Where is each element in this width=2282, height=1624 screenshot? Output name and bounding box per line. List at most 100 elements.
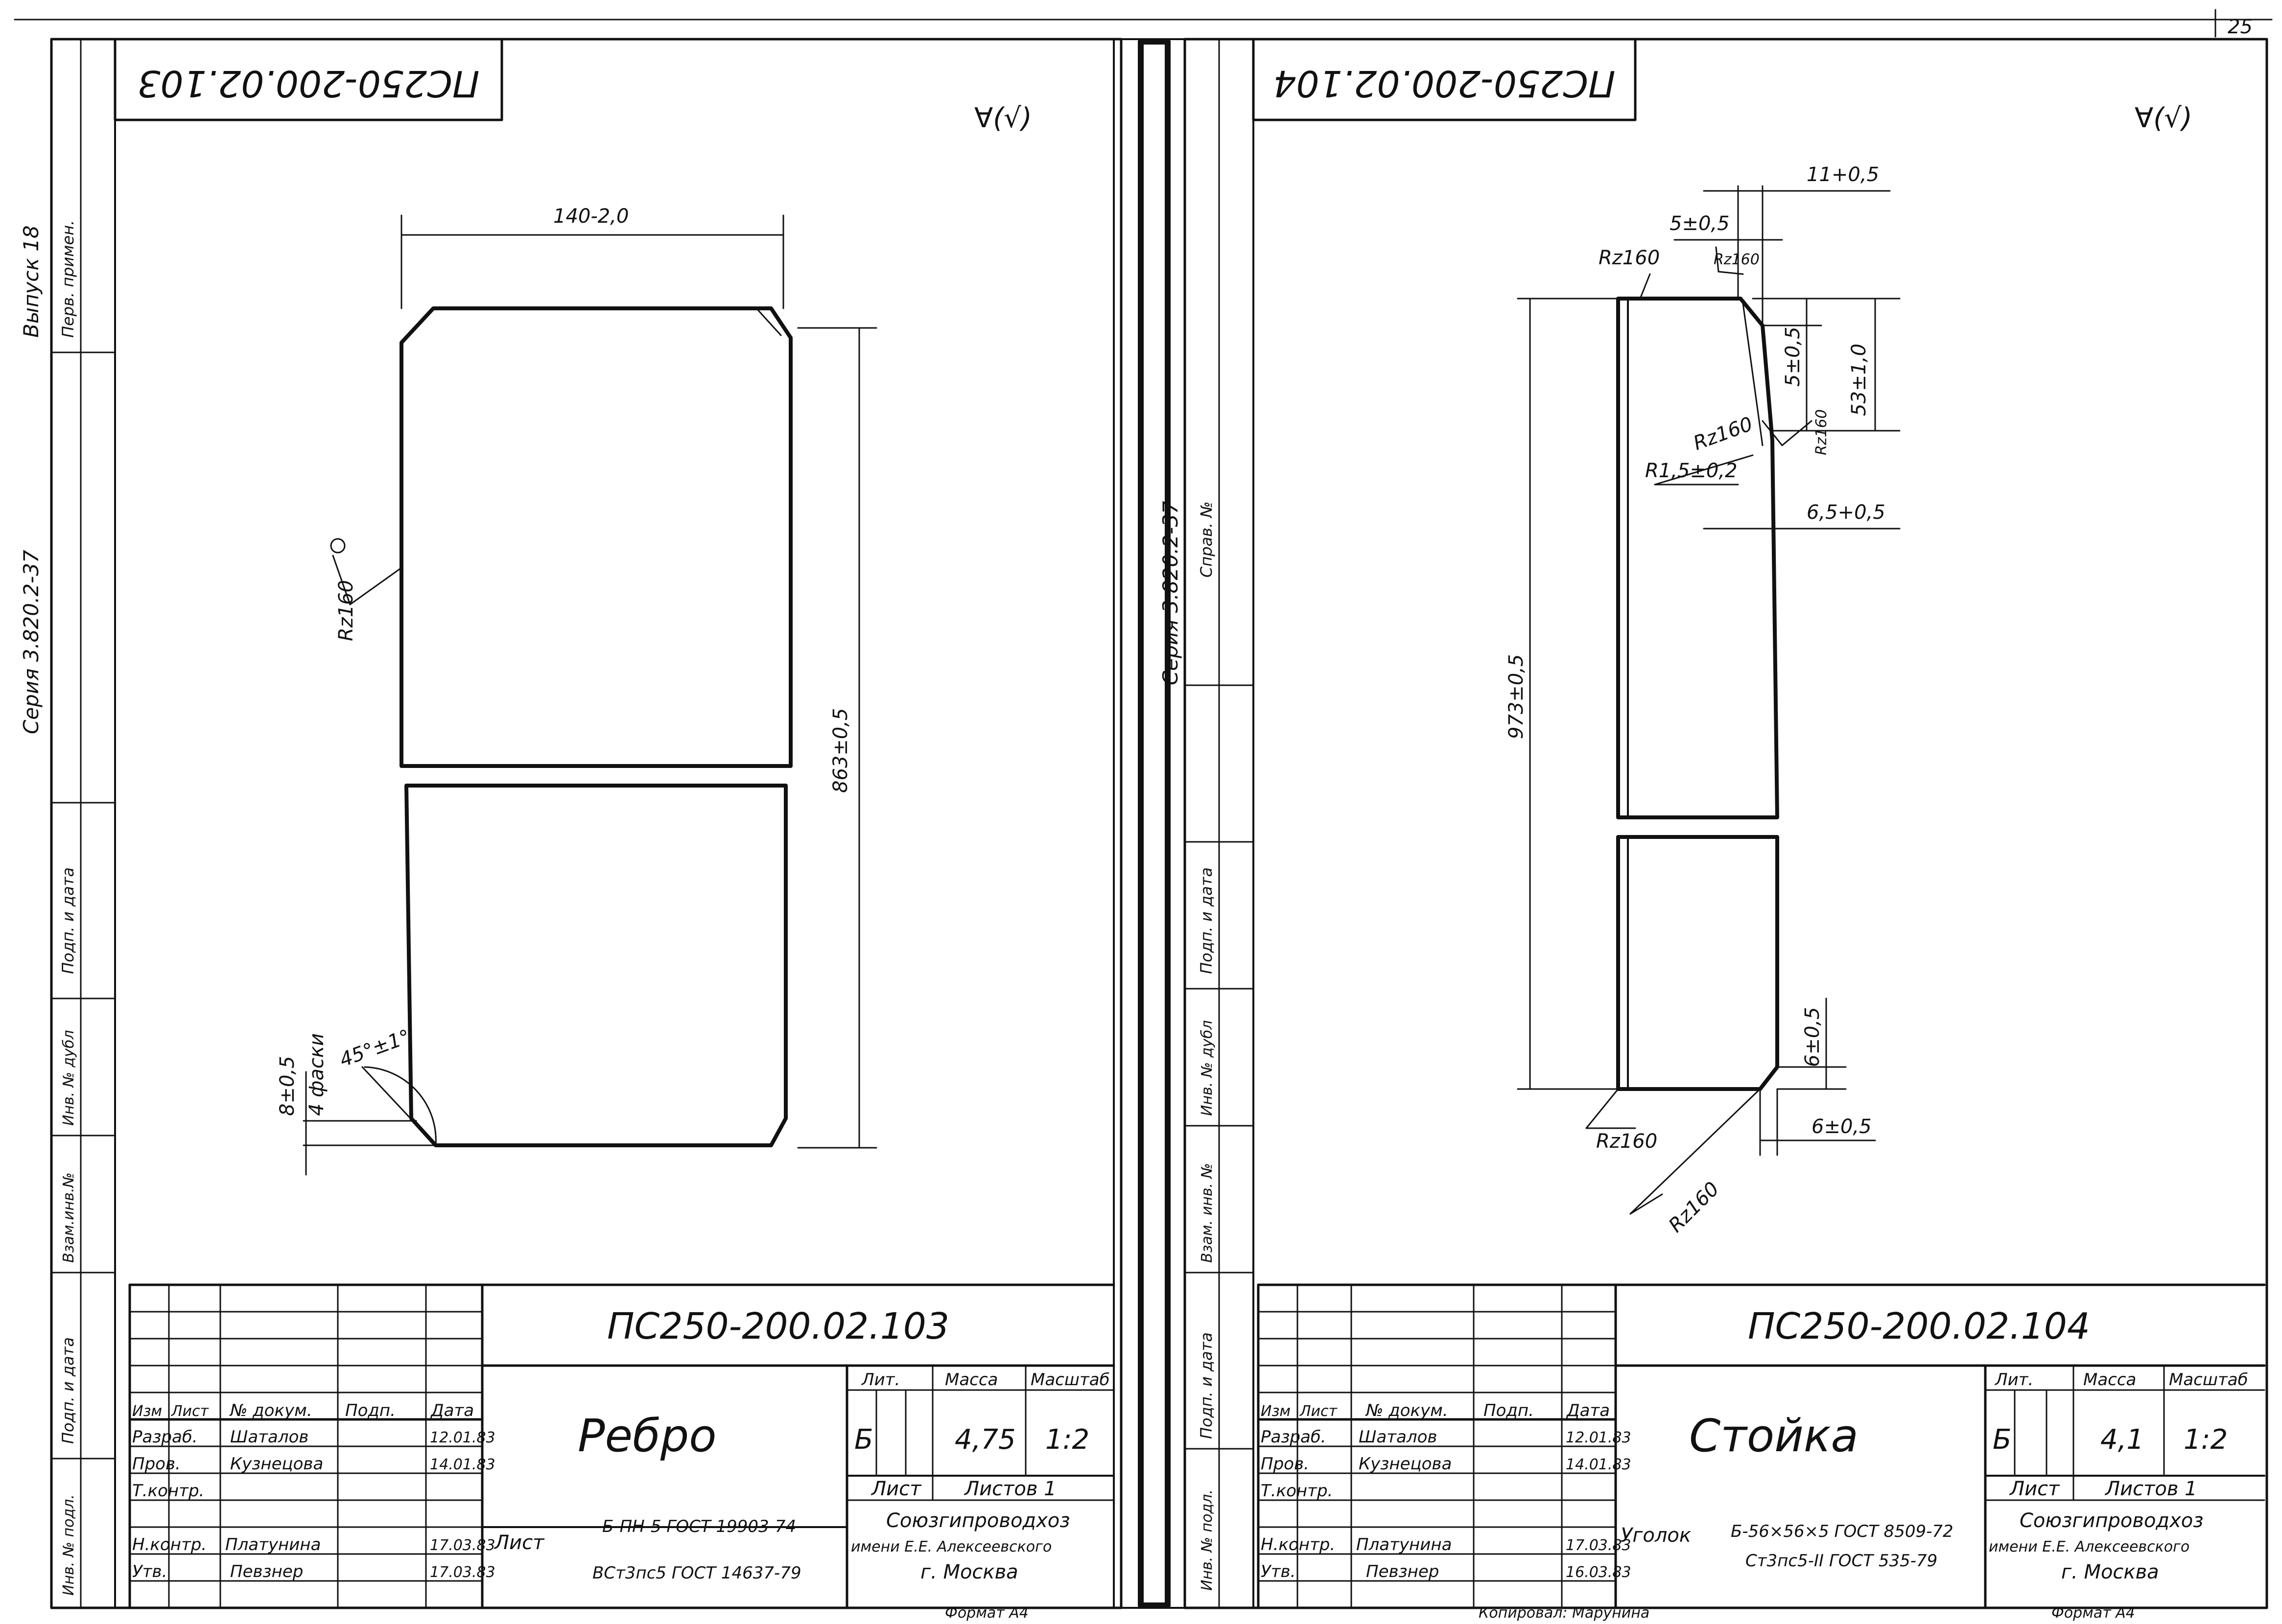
right-lit-value: Б xyxy=(1993,1424,2011,1456)
left-title: Ребро xyxy=(578,1410,717,1462)
left-scale-value: 1:2 xyxy=(1045,1424,1089,1456)
right-razrab-name: Шаталов xyxy=(1359,1427,1437,1447)
left-sheet-label: Лист xyxy=(870,1478,922,1500)
rib-chamfer-count: 4 фаски xyxy=(306,1033,328,1116)
right-rotated-code: ПС250-200.02.104 xyxy=(1273,62,1616,104)
stand-upper-outline xyxy=(1616,297,1779,819)
right-roughness-symbol: ∀(√) xyxy=(2135,102,2192,134)
right-role-prov: Пров. xyxy=(1261,1454,1309,1474)
left-vzam-inv: Взам.инв.№ xyxy=(60,1172,77,1263)
left-sheet-frame xyxy=(50,38,1123,1609)
left-release: Выпуск 18 xyxy=(19,225,43,338)
right-razrab-date: 12.01.83 xyxy=(1566,1429,1631,1446)
right-scale-value: 1:2 xyxy=(2184,1424,2228,1456)
left-scale-label: Масштаб xyxy=(1031,1370,1110,1390)
stand-dim-d1: 11+0,5 xyxy=(1807,163,1879,186)
right-role-utv: Утв. xyxy=(1261,1562,1295,1581)
left-material-line1: Б-ПН-5 ГОСТ 19903-74 xyxy=(602,1517,796,1536)
left-series: Серия 3.820.2-37 xyxy=(19,550,43,734)
left-roughness-symbol: ∀(√) xyxy=(974,102,1032,134)
right-sprav: Справ. № xyxy=(1197,501,1216,578)
right-org-line1: Союзгипроводхоз xyxy=(2020,1509,2204,1532)
right-role-nkontr: Н.контр. xyxy=(1261,1535,1335,1554)
left-sheets-label: Листов 1 xyxy=(964,1478,1057,1500)
left-prov-name: Кузнецова xyxy=(230,1454,323,1474)
stand-dim-d4: 53±1,0 xyxy=(1848,344,1870,416)
stand-rz6: Rz160 xyxy=(1665,1178,1724,1237)
left-rotated-code: ПС250-200.02.103 xyxy=(138,62,480,104)
left-material-line2: ВСт3пс5 ГОСТ 14637-79 xyxy=(592,1563,801,1583)
left-utv-date: 17.03.83 xyxy=(430,1564,495,1581)
stand-lower-outline xyxy=(1616,835,1779,1091)
left-podp-data-2: Подп. и дата xyxy=(59,1337,77,1444)
right-lit-label: Лит. xyxy=(1994,1370,2033,1390)
left-prov-date: 14.01.83 xyxy=(430,1456,495,1473)
left-razrab-date: 12.01.83 xyxy=(430,1429,495,1446)
left-perv-primen: Перв. примен. xyxy=(59,220,77,338)
rib-upper-outline xyxy=(400,306,793,768)
left-podp-data: Подп. и дата xyxy=(59,867,77,974)
stand-rz1: Rz160 xyxy=(1599,247,1660,269)
rib-height-dim: 863±0,5 xyxy=(829,708,852,793)
right-col-date: Дата xyxy=(1566,1401,1610,1420)
right-material-line1: Б-56×56×5 ГОСТ 8509-72 xyxy=(1731,1522,1953,1541)
rib-chamfer-dim: 8±0,5 xyxy=(276,1056,299,1116)
left-org-line3: г. Москва xyxy=(920,1561,1018,1583)
right-prov-name: Кузнецова xyxy=(1359,1454,1452,1474)
stand-rz4: Rz160 xyxy=(1691,413,1756,455)
right-org-line2: имени Е.Е. Алексеевского xyxy=(1989,1538,2189,1555)
left-format: Формат А4 xyxy=(945,1604,1029,1622)
left-nkontr-name: Платунина xyxy=(225,1535,321,1554)
right-vzam-inv: Взам. инв. № xyxy=(1199,1163,1216,1263)
right-title: Стойка xyxy=(1689,1410,1859,1462)
stand-dim-d2: 5±0,5 xyxy=(1670,212,1730,235)
left-col-doc: № докум. xyxy=(229,1401,312,1420)
right-nkontr-date: 17.03.83 xyxy=(1566,1537,1631,1554)
right-scale-label: Масштаб xyxy=(2169,1370,2248,1390)
left-code: ПС250-200.02.103 xyxy=(607,1305,949,1347)
left-col-date: Дата xyxy=(430,1401,474,1420)
left-col-podp: Подп. xyxy=(345,1401,396,1420)
stand-dim-d5: 6,5+0,5 xyxy=(1807,501,1885,524)
rib-angle-dim: 45°±1° xyxy=(337,1025,414,1071)
rib-lower-outline xyxy=(404,784,788,1147)
left-utv-name: Певзнер xyxy=(230,1562,303,1581)
right-col-podp: Подп. xyxy=(1483,1401,1534,1420)
stand-dim-d3: 5±0,5 xyxy=(1782,326,1804,387)
left-role-utv: Утв. xyxy=(132,1562,167,1581)
right-prov-date: 14.01.83 xyxy=(1566,1456,1631,1473)
left-org-line2: имени Е.Е. Алексеевского xyxy=(851,1538,1052,1555)
right-mass-label: Масса xyxy=(2083,1370,2136,1390)
right-sheet-label: Лист xyxy=(2009,1478,2060,1500)
right-series: Серия 3.820.2-37 xyxy=(1158,501,1182,685)
stand-rz5: Rz160 xyxy=(1596,1130,1657,1153)
stand-dim-d7: 6±0,5 xyxy=(1801,1007,1824,1067)
right-utv-date: 16.03.83 xyxy=(1566,1564,1631,1581)
copied-by: Копировал: Марунина xyxy=(1479,1604,1649,1622)
right-role-tkontr: Т.контр. xyxy=(1261,1481,1333,1501)
right-sheets-label: Листов 1 xyxy=(2104,1478,2197,1500)
right-nkontr-name: Платунина xyxy=(1356,1535,1452,1554)
left-org-line1: Союзгипроводхоз xyxy=(886,1509,1070,1532)
left-razrab-name: Шаталов xyxy=(230,1427,308,1447)
left-role-razrab: Разраб. xyxy=(132,1427,198,1447)
right-material-prefix: Уголок xyxy=(1621,1524,1691,1547)
left-list-word: Лист xyxy=(494,1531,545,1554)
left-mass-value: 4,75 xyxy=(955,1424,1016,1456)
right-podp-data-2: Подп. и дата xyxy=(1197,1332,1216,1439)
right-col-izm: Изм xyxy=(1261,1403,1291,1420)
stand-rz2: Rz160 xyxy=(1714,251,1760,268)
right-format: Формат А4 xyxy=(2051,1604,2135,1622)
page-number: 25 xyxy=(2228,16,2253,38)
right-org-line3: г. Москва xyxy=(2061,1561,2159,1583)
right-inv-dubl: Инв. № дубл xyxy=(1199,1020,1216,1116)
right-utv-name: Певзнер xyxy=(1366,1562,1439,1581)
right-inv-podl: Инв. № подл. xyxy=(1199,1489,1216,1591)
left-lit-value: Б xyxy=(854,1424,873,1456)
left-nkontr-date: 17.03.83 xyxy=(430,1537,495,1554)
left-mass-label: Масса xyxy=(945,1370,998,1390)
stand-radius: R1,5±0,2 xyxy=(1645,460,1738,482)
rib-roughness: Rz160 xyxy=(335,580,357,641)
right-role-razrab: Разраб. xyxy=(1261,1427,1326,1447)
